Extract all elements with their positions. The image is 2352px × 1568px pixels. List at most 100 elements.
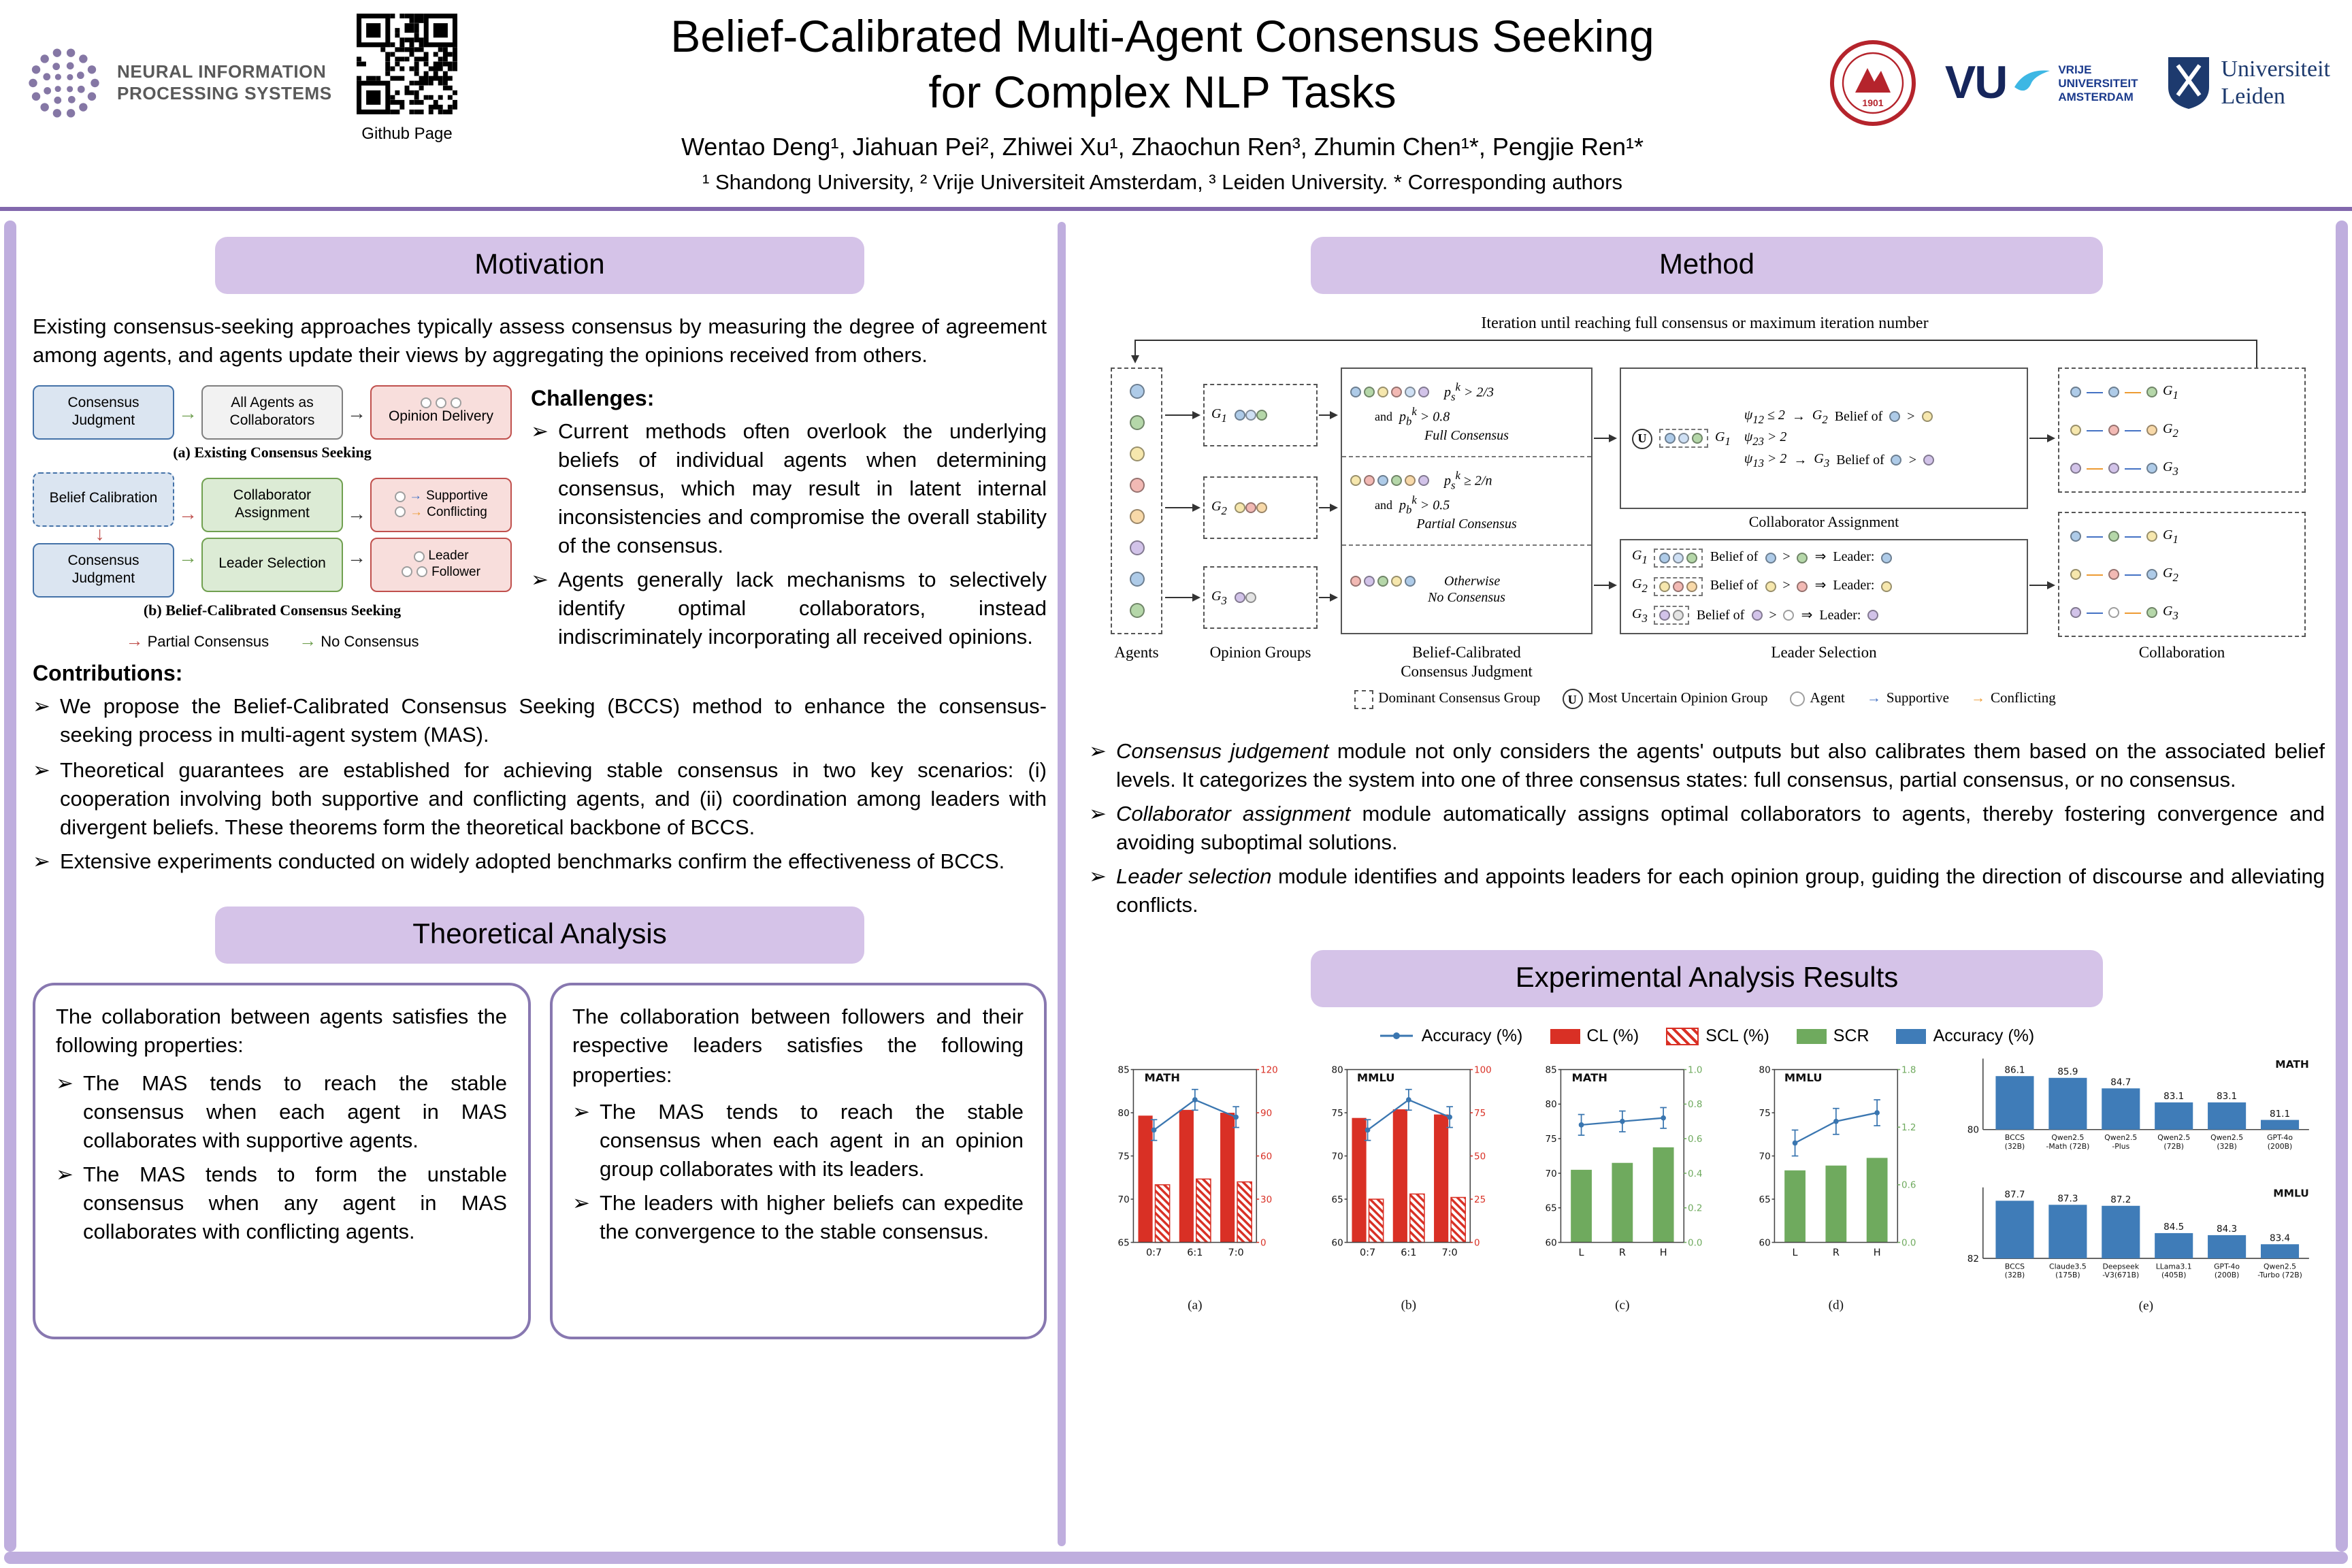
- title-block: Belief-Calibrated Multi-Agent Consensus …: [476, 8, 1848, 195]
- legend-swatch-icon: [1796, 1028, 1827, 1044]
- svg-text:(32B): (32B): [2005, 1143, 2025, 1152]
- partial-consensus-formula2: pbk > 0.5: [1399, 493, 1450, 516]
- legend-swatch-icon: [1666, 1027, 1699, 1045]
- group2-label: G2: [1632, 577, 1648, 595]
- svg-text:Qwen2.5: Qwen2.5: [2104, 1134, 2137, 1143]
- agent-dot: [1235, 410, 1246, 421]
- dashed-box-icon: [1354, 689, 1373, 708]
- agent-dot: [1923, 455, 1935, 466]
- gt-sign: >: [1908, 453, 1917, 468]
- bullet-item: ➢Agents generally lack mechanisms to sel…: [531, 566, 1047, 652]
- legend-swatch-icon: [1550, 1028, 1580, 1044]
- left-edge-bar: [4, 220, 16, 1552]
- collaboration-box-1: G1 G2 G3: [2058, 368, 2306, 493]
- sdu-year: 1901: [1862, 97, 1883, 108]
- agent-dot: [1783, 610, 1795, 621]
- bullet-text: Theoretical guarantees are established f…: [60, 759, 1047, 840]
- svg-text:MATH: MATH: [1572, 1072, 1607, 1085]
- leiden-line2: Leiden: [2221, 83, 2285, 109]
- uncertain-group: U G1: [1632, 428, 1731, 448]
- leader-row-3: G3 Belief of > ⇒ Leader:: [1632, 606, 2016, 625]
- agent-dot: [1129, 509, 1144, 524]
- bullet-text: We propose the Belief-Calibrated Consens…: [60, 696, 1047, 748]
- agent-dot: [2070, 463, 2081, 474]
- otherwise-label: Otherwise: [1444, 574, 1501, 589]
- svg-text:MATH: MATH: [1145, 1072, 1180, 1085]
- leiden-logo-text: Universiteit Leiden: [2221, 56, 2330, 110]
- uncertain-mark-icon: U: [1562, 689, 1583, 709]
- agent-dot: [1350, 387, 1361, 398]
- belief-of-label: Belief of: [1710, 578, 1759, 594]
- svg-text:84.3: 84.3: [2217, 1224, 2237, 1235]
- agent-dot: [2108, 607, 2119, 618]
- svg-text:(b): (b): [1401, 1299, 1416, 1313]
- svg-text:60: 60: [1332, 1239, 1343, 1249]
- left-column: Motivation Existing consensus-seeking ap…: [33, 229, 1047, 1339]
- bullet-text: The MAS tends to form the unstable conse…: [83, 1163, 507, 1244]
- agent-dot: [1235, 592, 1246, 604]
- bullet-text: Collaborator assignment module automatic…: [1116, 803, 2325, 855]
- agent-dot: [1405, 387, 1416, 398]
- figure-b-caption: (b) Belief-Calibrated Consensus Seeking: [143, 602, 402, 619]
- svg-text:0: 0: [1260, 1239, 1267, 1249]
- legend-no: → No Consensus: [299, 630, 419, 651]
- bullet-marker-icon: ➢: [56, 1072, 74, 1096]
- section-experimental-results: Experimental Analysis Results: [1311, 950, 2103, 1008]
- agent-dot: [1391, 387, 1402, 398]
- affiliations: ¹ Shandong University, ² Vrije Universit…: [702, 171, 1622, 194]
- implies-icon: ⇒: [1801, 608, 1813, 623]
- agent-dot: [2108, 425, 2119, 436]
- svg-text:25: 25: [1474, 1196, 1486, 1206]
- figure-b-arrows2: → →: [347, 502, 366, 568]
- agent-dot: [2070, 569, 2081, 580]
- svg-text:75: 75: [1759, 1109, 1771, 1120]
- conflicting-link-icon: [2125, 612, 2141, 613]
- svg-text:Qwen2.5: Qwen2.5: [2264, 1262, 2296, 1271]
- bullet-text: Extensive experiments conducted on widel…: [60, 850, 1005, 874]
- svg-text:(d): (d): [1829, 1299, 1844, 1313]
- agent-dot: [1129, 540, 1144, 555]
- svg-text:85.9: 85.9: [2057, 1067, 2078, 1078]
- svg-text:-Turbo (72B): -Turbo (72B): [2257, 1271, 2302, 1280]
- svg-text:L: L: [1579, 1248, 1584, 1259]
- svg-text:87.7: 87.7: [2004, 1190, 2025, 1200]
- collab-row: G3: [2070, 604, 2293, 621]
- supportive-label: Supportive: [426, 489, 488, 504]
- bullet-marker-icon: ➢: [572, 1100, 590, 1124]
- legend-label: SCR: [1833, 1026, 1869, 1046]
- collab-row: G2: [2070, 566, 2293, 583]
- svg-text:75: 75: [1474, 1109, 1486, 1120]
- figure-legend: → Partial Consensus → No Consensus: [33, 630, 512, 651]
- leiden-line1: Universiteit: [2221, 56, 2330, 82]
- label-consensus-judgment: Belief-Calibrated Consensus Judgment: [1341, 645, 1592, 683]
- svg-text:83.1: 83.1: [2163, 1092, 2184, 1102]
- legend-conflicting-label: Conflicting: [1991, 691, 2056, 706]
- section-method: Method: [1311, 237, 2103, 294]
- partial-consensus-label: Partial Consensus: [1416, 517, 1517, 532]
- agent-dot: [2070, 425, 2081, 436]
- group3-dots: [1654, 606, 1690, 625]
- svg-text:Qwen2.5: Qwen2.5: [2210, 1134, 2243, 1143]
- svg-text:75: 75: [1546, 1135, 1557, 1145]
- label-agents: Agents: [1114, 645, 1159, 662]
- svg-text:(32B): (32B): [2005, 1271, 2025, 1280]
- legend-label: Accuracy (%): [1421, 1026, 1523, 1046]
- legend-partial: → Partial Consensus: [125, 630, 269, 651]
- agent-dot: [1256, 502, 1268, 514]
- group3-dots: [1235, 590, 1257, 605]
- method-diagram: Iteration until reaching full consensus …: [1089, 313, 2321, 724]
- group1-label: G1: [2163, 383, 2178, 401]
- full-consensus-label: Full Consensus: [1424, 428, 1509, 444]
- svg-text:H: H: [1660, 1248, 1667, 1259]
- institution-logos: 1901 VU VRIJE UNIVERSITEIT AMSTERDAM: [1828, 38, 2330, 128]
- leader-follower-box: Leader Follower: [370, 537, 512, 592]
- agent-dot: [1256, 410, 1268, 421]
- figure-b-arrows1: → →: [178, 502, 197, 568]
- supportive-link-icon: [2087, 429, 2103, 431]
